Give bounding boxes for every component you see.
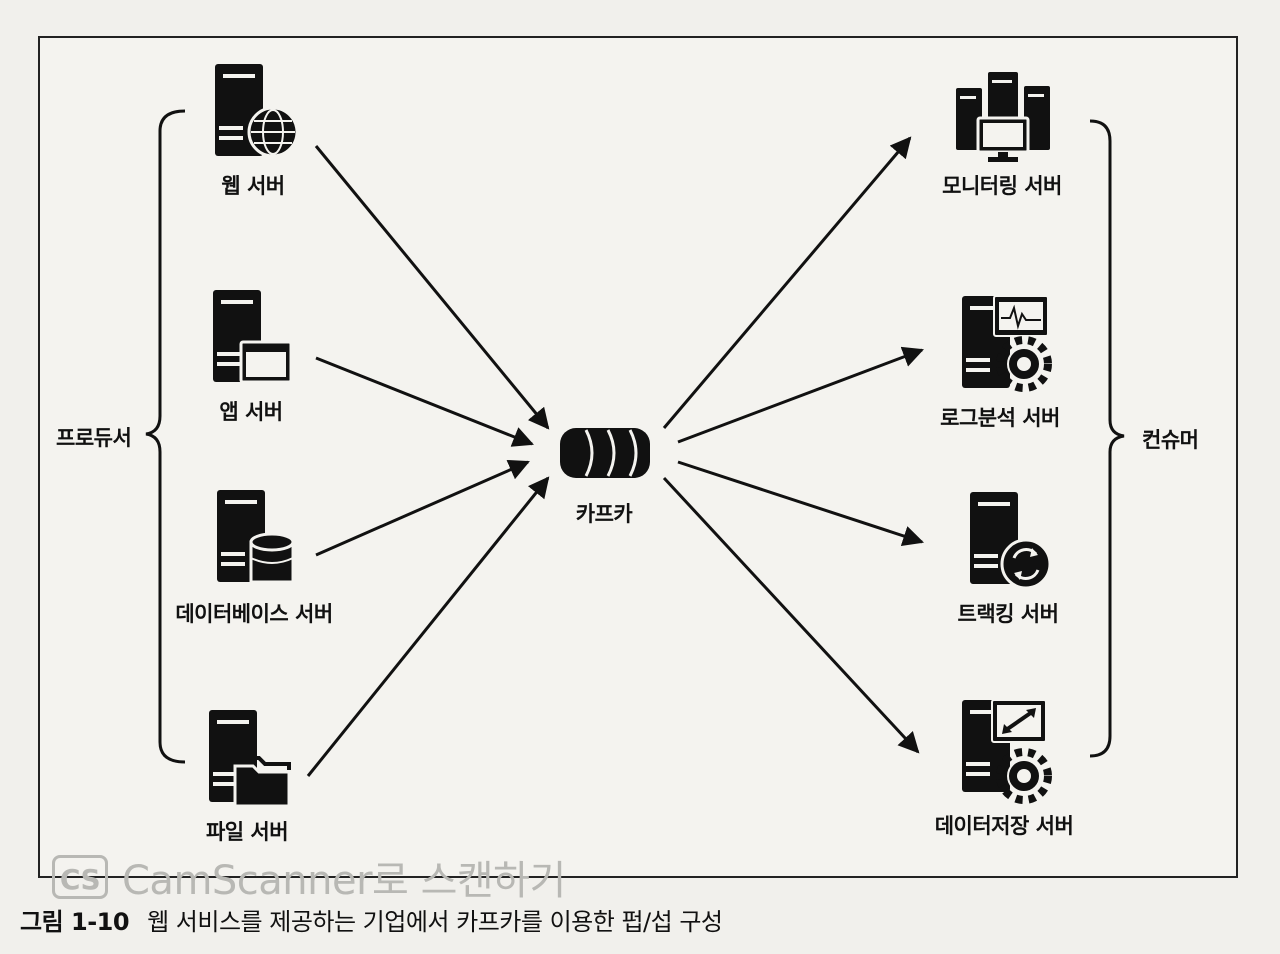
- camscanner-watermark: CS CamScanner로 스캔하기: [52, 848, 566, 904]
- arrow-kafka-to-tracking: [677, 460, 924, 547]
- log-analysis-server-icon: [962, 295, 1052, 392]
- producer-label-app: 앱 서버: [219, 400, 283, 424]
- consumer-label-tracking: 트랙킹 서버: [957, 602, 1059, 626]
- arrow-web-to-kafka: [314, 145, 550, 430]
- data-storage-server-icon: [962, 699, 1052, 804]
- producers-group-label: 프로듀서: [56, 426, 132, 450]
- tracking-server-icon: [970, 492, 1052, 590]
- arrow-file-to-kafka: [306, 476, 550, 777]
- figure-number: 그림 1-10: [20, 908, 130, 936]
- monitoring-server-icon: [956, 72, 1050, 162]
- kafka-cluster-icon: [560, 428, 650, 478]
- watermark-badge: CS: [52, 855, 108, 899]
- producers-brace: [145, 109, 186, 764]
- arrow-kafka-to-monitoring: [662, 136, 912, 429]
- database-server-icon: [217, 490, 295, 584]
- consumers-group-label: 컨슈머: [1142, 428, 1199, 452]
- app-server-icon: [213, 290, 293, 384]
- figure-caption: 그림 1-10 웹 서비스를 제공하는 기업에서 카프카를 이용한 펍/섭 구성: [20, 902, 723, 937]
- arrow-db-to-kafka: [315, 459, 530, 557]
- consumer-label-monitoring: 모니터링 서버: [942, 174, 1062, 198]
- figure-caption-text: 웹 서비스를 제공하는 기업에서 카프카를 이용한 펍/섭 구성: [147, 908, 723, 936]
- producer-label-web: 웹 서버: [221, 174, 285, 198]
- consumer-label-log-analysis: 로그분석 서버: [940, 406, 1060, 430]
- arrow-app-to-kafka: [315, 356, 534, 447]
- consumer-label-data-storage: 데이터저장 서버: [934, 814, 1074, 838]
- producer-label-file: 파일 서버: [205, 820, 289, 844]
- hub-label: 카프카: [575, 502, 633, 526]
- producer-label-database: 데이터베이스 서버: [175, 602, 333, 626]
- consumers-brace: [1089, 119, 1125, 758]
- file-server-icon: [209, 710, 291, 808]
- web-server-icon: [215, 64, 299, 158]
- arrow-kafka-to-log: [677, 346, 924, 444]
- arrow-kafka-to-storage: [662, 476, 920, 754]
- watermark-text: CamScanner로 스캔하기: [122, 858, 566, 904]
